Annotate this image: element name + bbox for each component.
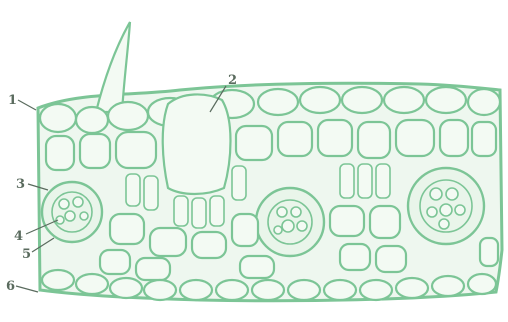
callout-label-6: 6 — [6, 279, 15, 294]
vascular-bundle-left — [42, 182, 102, 242]
callout-1: 1 — [8, 93, 36, 110]
callout-label-2: 2 — [228, 73, 237, 88]
vascular-bundle-middle — [256, 188, 324, 256]
vascular-bundle-right — [408, 168, 484, 244]
callout-6: 6 — [6, 279, 38, 294]
callout-label-4: 4 — [14, 229, 23, 244]
callout-label-1: 1 — [8, 93, 17, 108]
callout-label-5: 5 — [22, 247, 31, 262]
callout-leader-1 — [18, 100, 36, 110]
callout-label-3: 3 — [16, 177, 25, 192]
large-bulliform-cell — [163, 94, 231, 194]
callout-leader-6 — [16, 286, 38, 292]
